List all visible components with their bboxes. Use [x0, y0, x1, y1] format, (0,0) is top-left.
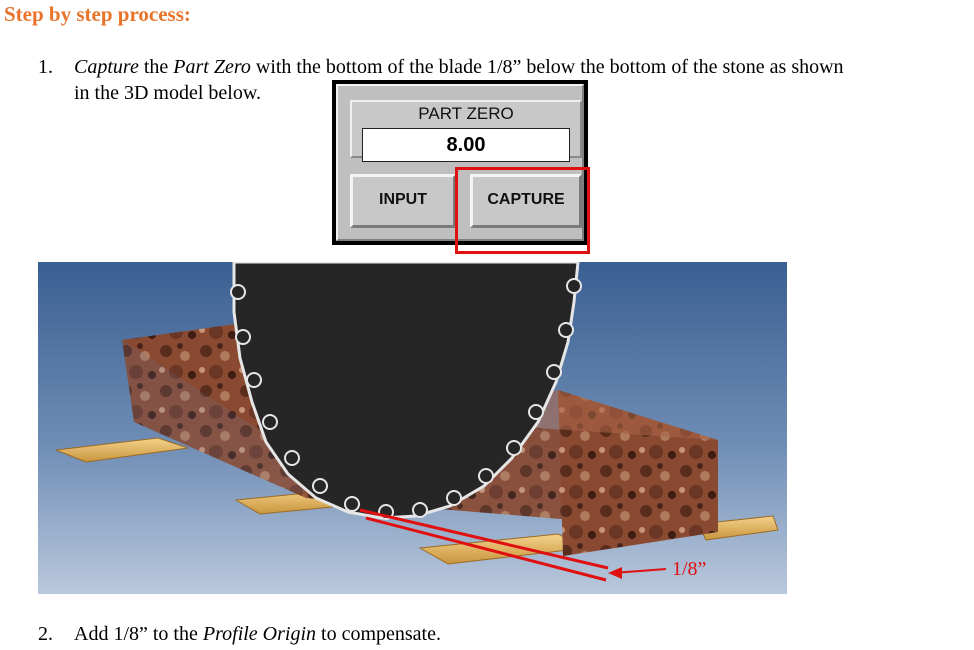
saw-blade-stone-illustration: 1/8”	[38, 262, 787, 594]
step-1-text: the	[138, 56, 174, 78]
capture-button[interactable]: CAPTURE	[470, 174, 582, 228]
3d-model-image: 1/8”	[38, 262, 787, 594]
step-2-text-end: to compensate.	[316, 623, 441, 645]
part-zero-panel: PART ZERO 8.00 INPUT CAPTURE	[332, 80, 588, 245]
part-zero-display: PART ZERO 8.00	[350, 100, 582, 162]
panel-body: PART ZERO 8.00 INPUT CAPTURE	[336, 84, 584, 241]
step-1-line-1: Capture the Part Zero with the bottom of…	[74, 54, 844, 80]
dimension-label: 1/8”	[672, 558, 706, 580]
step-1-text-rest: with the bottom of the blade 1/8” below …	[250, 56, 844, 78]
input-button[interactable]: INPUT	[350, 174, 456, 228]
step-2-text: Add 1/8” to the	[74, 623, 203, 645]
capture-word: Capture	[74, 56, 139, 78]
step-2: 2. Add 1/8” to the Profile Origin to comp…	[38, 621, 441, 647]
step-1-line-2: in the 3D model below.	[74, 82, 262, 104]
step-number: 1.	[38, 56, 53, 78]
part-zero-term: Part Zero	[173, 56, 251, 78]
profile-origin-term: Profile Origin	[202, 623, 317, 645]
page-heading: Step by step process:	[4, 2, 191, 26]
part-zero-title: PART ZERO	[418, 104, 514, 123]
part-zero-value: 8.00	[362, 128, 570, 162]
step-number: 2.	[38, 623, 53, 645]
capture-highlight-box	[455, 167, 590, 254]
